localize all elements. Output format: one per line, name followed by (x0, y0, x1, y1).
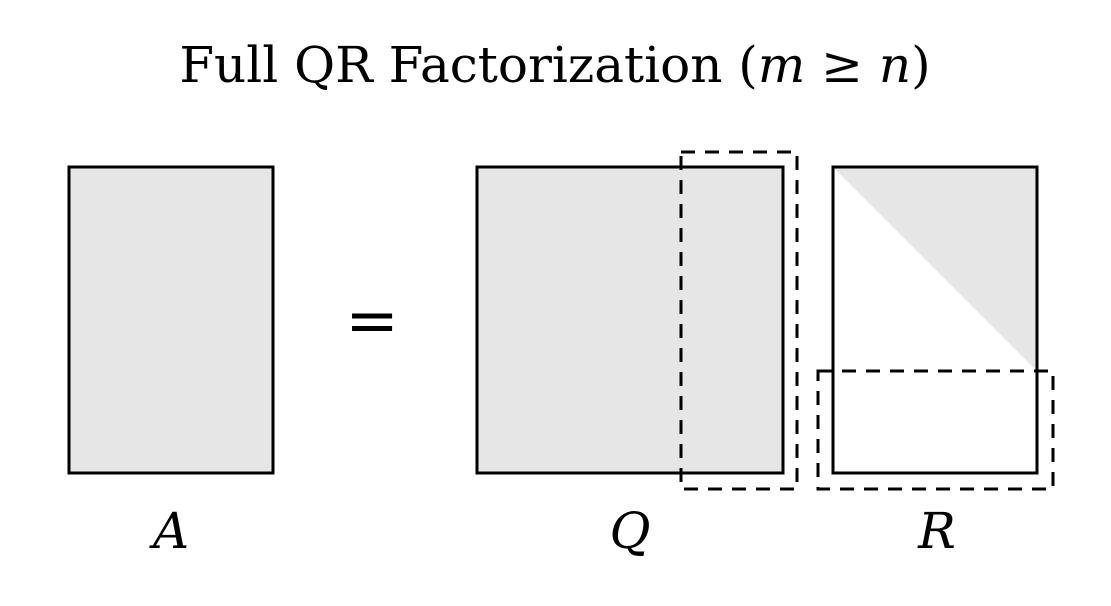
matrix-q-extra-columns-outline (679, 150, 799, 491)
title-suffix: ) (911, 36, 931, 94)
matrix-q-label: Q (610, 502, 651, 560)
title-var-m: m (758, 36, 805, 94)
title-prefix: Full QR Factorization ( (179, 36, 757, 94)
title-var-n: n (879, 36, 911, 94)
matrix-a-box (67, 165, 275, 475)
equals-sign: = (345, 284, 399, 358)
matrix-r-zero-rows-outline (816, 369, 1055, 491)
matrix-q-box (475, 165, 785, 475)
diagram-title: Full QR Factorization (m ≥ n) (179, 36, 930, 94)
matrix-a-label: A (149, 502, 189, 560)
matrix-r-upper-triangle (833, 167, 1037, 371)
title-geq: ≥ (805, 36, 879, 94)
matrix-r-border (831, 165, 1039, 475)
matrix-r-label: R (917, 502, 956, 560)
